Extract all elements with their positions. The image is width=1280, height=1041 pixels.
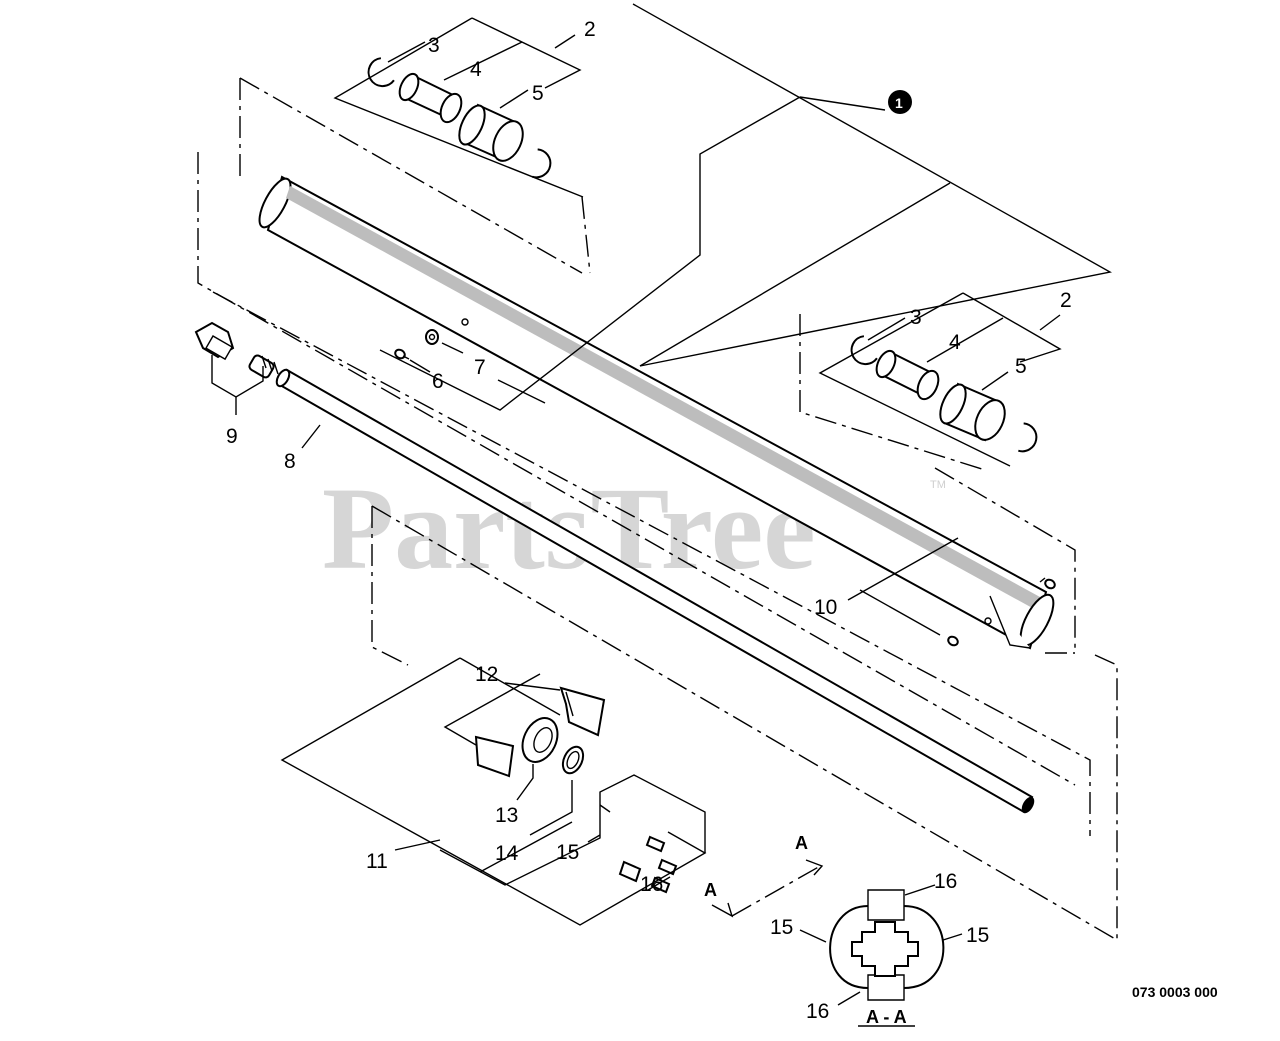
callout-5-top: 5 <box>532 82 544 105</box>
callout-3-right: 3 <box>910 306 922 329</box>
callout-2-top: 2 <box>584 18 596 41</box>
callout-numbers: 2 3 4 5 1 2 3 4 5 7 6 9 8 10 12 13 14 11… <box>226 18 1072 1023</box>
section-cut-arrows: A A <box>704 833 824 918</box>
callout-16-left: 16 <box>640 873 663 896</box>
top-bearing-assembly <box>367 57 552 179</box>
right-bearing-assembly <box>850 335 1038 453</box>
callout-13: 13 <box>495 804 518 827</box>
callout-11: 11 <box>366 850 388 873</box>
phantom-lines <box>197 77 1118 942</box>
leader-lines <box>211 3 1112 1006</box>
callout-1-marker: 1 <box>888 90 912 114</box>
callout-9: 9 <box>226 425 238 448</box>
callout-15-left: 15 <box>556 841 579 864</box>
section-arrow-label-upper: A <box>795 833 808 853</box>
callout-16-top: 16 <box>934 870 957 893</box>
callout-8: 8 <box>284 450 296 473</box>
callout-7: 7 <box>474 356 486 379</box>
callout-3-top: 3 <box>428 34 440 57</box>
callout-14: 14 <box>495 842 519 865</box>
callout-5-right: 5 <box>1015 355 1027 378</box>
callout-2-right: 2 <box>1060 289 1072 312</box>
section-view: A - A <box>829 889 945 1027</box>
drive-shaft <box>275 368 1035 814</box>
outer-tube <box>258 175 1055 650</box>
callout-16-bottom: 16 <box>806 1000 829 1023</box>
part-10-screws <box>947 578 1056 647</box>
lower-bearing-group <box>474 686 606 778</box>
callout-6: 6 <box>432 370 444 393</box>
callout-15-section-left: 15 <box>770 916 793 939</box>
callout-15-section-right: 15 <box>966 924 989 947</box>
callout-12: 12 <box>475 663 498 686</box>
callout-10: 10 <box>814 596 837 619</box>
callout-4-right: 4 <box>949 331 961 354</box>
watermark-trademark: TM <box>930 479 946 491</box>
part-9-plug <box>194 321 279 379</box>
section-label: A - A <box>866 1007 907 1027</box>
callout-1: 1 <box>895 95 903 111</box>
section-arrow-label-lower: A <box>704 880 717 900</box>
diagram-reference-number: 073 0003 000 <box>1132 984 1218 1000</box>
callout-4-top: 4 <box>470 58 482 81</box>
parts-6-7-fasteners <box>394 329 439 360</box>
